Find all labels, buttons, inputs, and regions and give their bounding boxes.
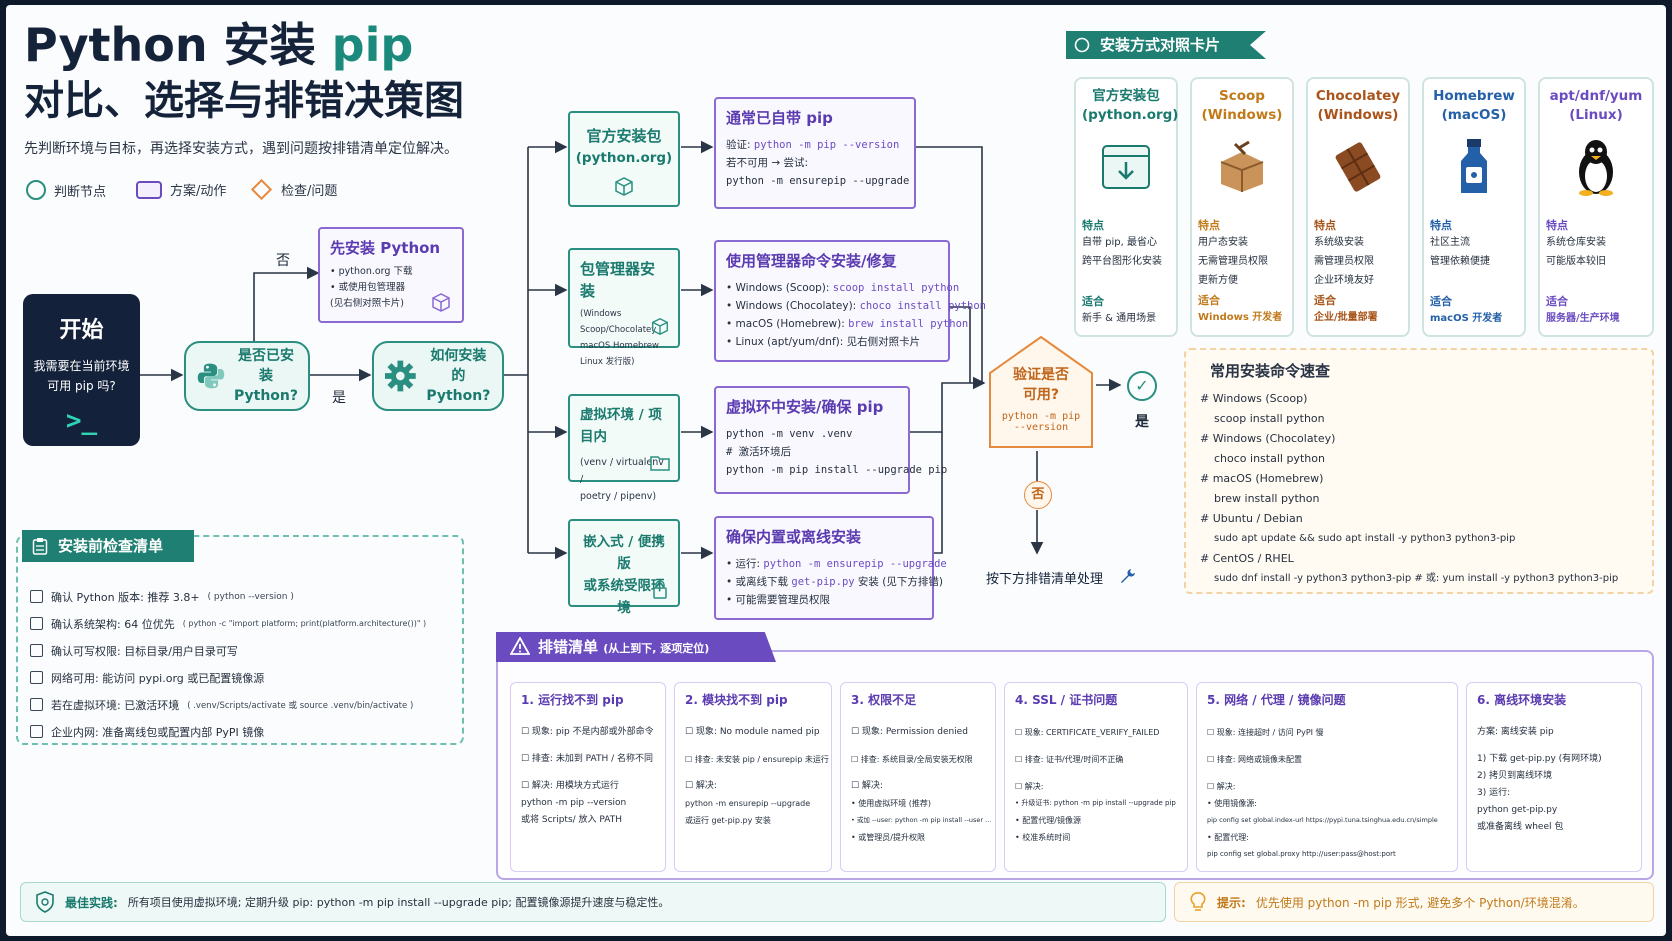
checklist-item[interactable]: 确认可写权限: 目标目录/用户目录可写: [30, 637, 450, 664]
verify-shape: [989, 335, 1093, 448]
action-official: 通常已自带 pip 验证: python -m pip --version 若不…: [714, 97, 916, 209]
gear-icon: [384, 360, 416, 392]
troubleshooting-title: 排错清单 (从上到下, 逐项定位): [496, 632, 776, 662]
legend-action: 方案/动作: [136, 180, 226, 199]
card-scoop: Scoop(Windows) 特点 用户态安装 无需管理员权限 更新方便 适合 …: [1190, 77, 1294, 337]
verify-yes-label: 是: [1135, 414, 1149, 430]
card-chocolatey: Chocolatey(Windows) 特点 系统级安装 需管理员权限 企业环境…: [1306, 77, 1410, 337]
page-title: Python 安装 pip: [24, 18, 414, 72]
checkbox[interactable]: [30, 590, 43, 603]
checklist-item[interactable]: 若在虚拟环境: 已激活环境 ( .venv/Scripts/activate 或…: [30, 691, 450, 718]
action-virtualenv: 虚拟环中安装/确保 pip python -m venv .venv # 激活环…: [714, 386, 947, 494]
checklist-item[interactable]: 确认 Python 版本: 推荐 3.8+ ( python --version…: [30, 583, 450, 610]
card-linux: apt/dnf/yum(Linux) 特点 系统仓库安装 可能版本较旧 适合 服…: [1538, 77, 1654, 337]
checklist-item[interactable]: 确认系统架构: 64 位优先 ( python -c "import platf…: [30, 610, 450, 637]
shield-icon: [36, 891, 54, 913]
trouble-card-4: 4. SSL / 证书问题 ☐ 现象: CERTIFICATE_VERIFY_F…: [1004, 682, 1188, 872]
action-package-manager: 使用管理器命令安装/修复 • Windows (Scoop): scoop in…: [714, 240, 986, 362]
action-title: 先安装 Python: [330, 239, 441, 257]
troubleshooting-section: 排错清单 (从上到下, 逐项定位) 1. 运行找不到 pip ☐ 现象: pip…: [496, 632, 1654, 880]
trouble-card-6: 6. 离线环境安装 方案: 离线安装 pip 1) 下载 get-pip.py …: [1466, 682, 1642, 872]
verify-node: 验证是否 可用? python -m pip --version: [988, 335, 1094, 451]
checkbox[interactable]: [30, 644, 43, 657]
cards-icon: [1074, 37, 1090, 53]
penguin-icon: [1579, 140, 1613, 196]
method-embedded: 嵌入式 / 便携版 或系统受限环境: [568, 519, 680, 616]
label-no: 否: [276, 253, 290, 269]
check-icon: ✓: [1127, 371, 1157, 401]
wrench-icon: [1121, 569, 1135, 583]
lock-icon: [653, 580, 667, 599]
legend-decision: 判断节点: [26, 180, 106, 200]
scoop-box-icon: [1220, 140, 1264, 192]
trouble-card-2: 2. 模块找不到 pip ☐ 现象: No module named pip ☐…: [674, 682, 832, 872]
package-icon: [615, 177, 633, 196]
checkbox[interactable]: [30, 698, 43, 711]
trouble-card-5: 5. 网络 / 代理 / 镜像问题 ☐ 现象: 连接超时 / 访问 PyPI 慢…: [1196, 682, 1458, 872]
checklist-item[interactable]: 企业内网: 准备离线包或配置内部 PyPI 镜像: [30, 718, 450, 745]
start-question: 我需要在当前环境可用 pip 吗?: [33, 359, 130, 393]
terminal-prompt-icon: >_: [65, 406, 98, 436]
checklist-title: 安装前检查清单: [22, 530, 194, 562]
bottle-icon: [1461, 139, 1487, 193]
quick-commands: 常用安装命令速查 # Windows (Scoop) scoop install…: [1184, 348, 1654, 594]
cards-header: 安装方式对照卡片: [1066, 31, 1266, 59]
trouble-card-1: 1. 运行找不到 pip ☐ 现象: pip 不是内部或外部命令 ☐ 排查: 未…: [510, 682, 666, 872]
page: Python 安装 pip 对比、选择与排错决策图 先判断环境与目标，再选择安装…: [6, 5, 1666, 936]
checkbox[interactable]: [30, 725, 43, 738]
clipboard-icon: [32, 538, 48, 555]
action-embedded: 确保内置或离线安装 • 运行: python -m ensurepip --up…: [714, 516, 947, 620]
method-official: 官方安装包 (python.org): [568, 111, 680, 207]
flow-connectors: [140, 140, 1122, 560]
best-practice-bar: 最佳实践: 所有项目使用虚拟环境; 定期升级 pip: python -m pi…: [20, 882, 1166, 922]
label-yes: 是: [332, 390, 346, 406]
lightbulb-icon: [1190, 892, 1206, 911]
warning-icon: [510, 637, 530, 655]
checkbox[interactable]: [30, 617, 43, 630]
card-official: 官方安装包(python.org) 特点 自带 pip, 最省心 跨平台图形化安…: [1074, 77, 1178, 337]
start-title: 开始: [59, 318, 104, 343]
download-icon: [1102, 145, 1150, 189]
action-install-python-first: 先安装 Python • python.org 下载 • 或使用包管理器 (见右…: [318, 227, 464, 323]
verify-fail-text: 按下方排错清单处理: [986, 572, 1104, 587]
folder-icon: [650, 456, 670, 471]
method-package-manager: 包管理器安装 (Windows Scoop/Chocolatey macOS H…: [568, 248, 680, 367]
package-icon: [432, 293, 450, 312]
legend-check: 检查/问题: [250, 178, 337, 201]
page-title-line2: 对比、选择与排错决策图: [24, 78, 464, 124]
checklist-item[interactable]: 网络可用: 能访问 pypi.org 或已配置镜像源: [30, 664, 450, 691]
card-homebrew: Homebrew(macOS) 特点 社区主流 管理依赖便捷 适合 macOS …: [1422, 77, 1526, 337]
verify-no-label: 否: [1024, 481, 1052, 509]
package-icon: [652, 317, 668, 335]
rect-icon: [136, 180, 162, 199]
quick-title: 常用安装命令速查: [1210, 362, 1331, 380]
circle-icon: [26, 180, 46, 200]
start-node: 开始 我需要在当前环境可用 pip 吗? >_: [23, 294, 140, 446]
tip-bar: 提示: 优先使用 python -m pip 形式, 避免多个 Python/环…: [1174, 882, 1654, 922]
checkbox[interactable]: [30, 671, 43, 684]
pre-install-checklist: 安装前检查清单 确认 Python 版本: 推荐 3.8+ ( python -…: [16, 530, 464, 745]
page-subtitle: 先判断环境与目标，再选择安装方式，遇到问题按排错清单定位解决。: [24, 141, 458, 157]
trouble-card-3: 3. 权限不足 ☐ 现象: Permission denied ☐ 排查: 系统…: [840, 682, 996, 872]
python-logo-icon: [197, 363, 225, 389]
chocolate-icon: [1335, 142, 1381, 192]
method-virtualenv: 虚拟环境 / 项目内 (venv / virtualenv / poetry /…: [568, 394, 680, 502]
